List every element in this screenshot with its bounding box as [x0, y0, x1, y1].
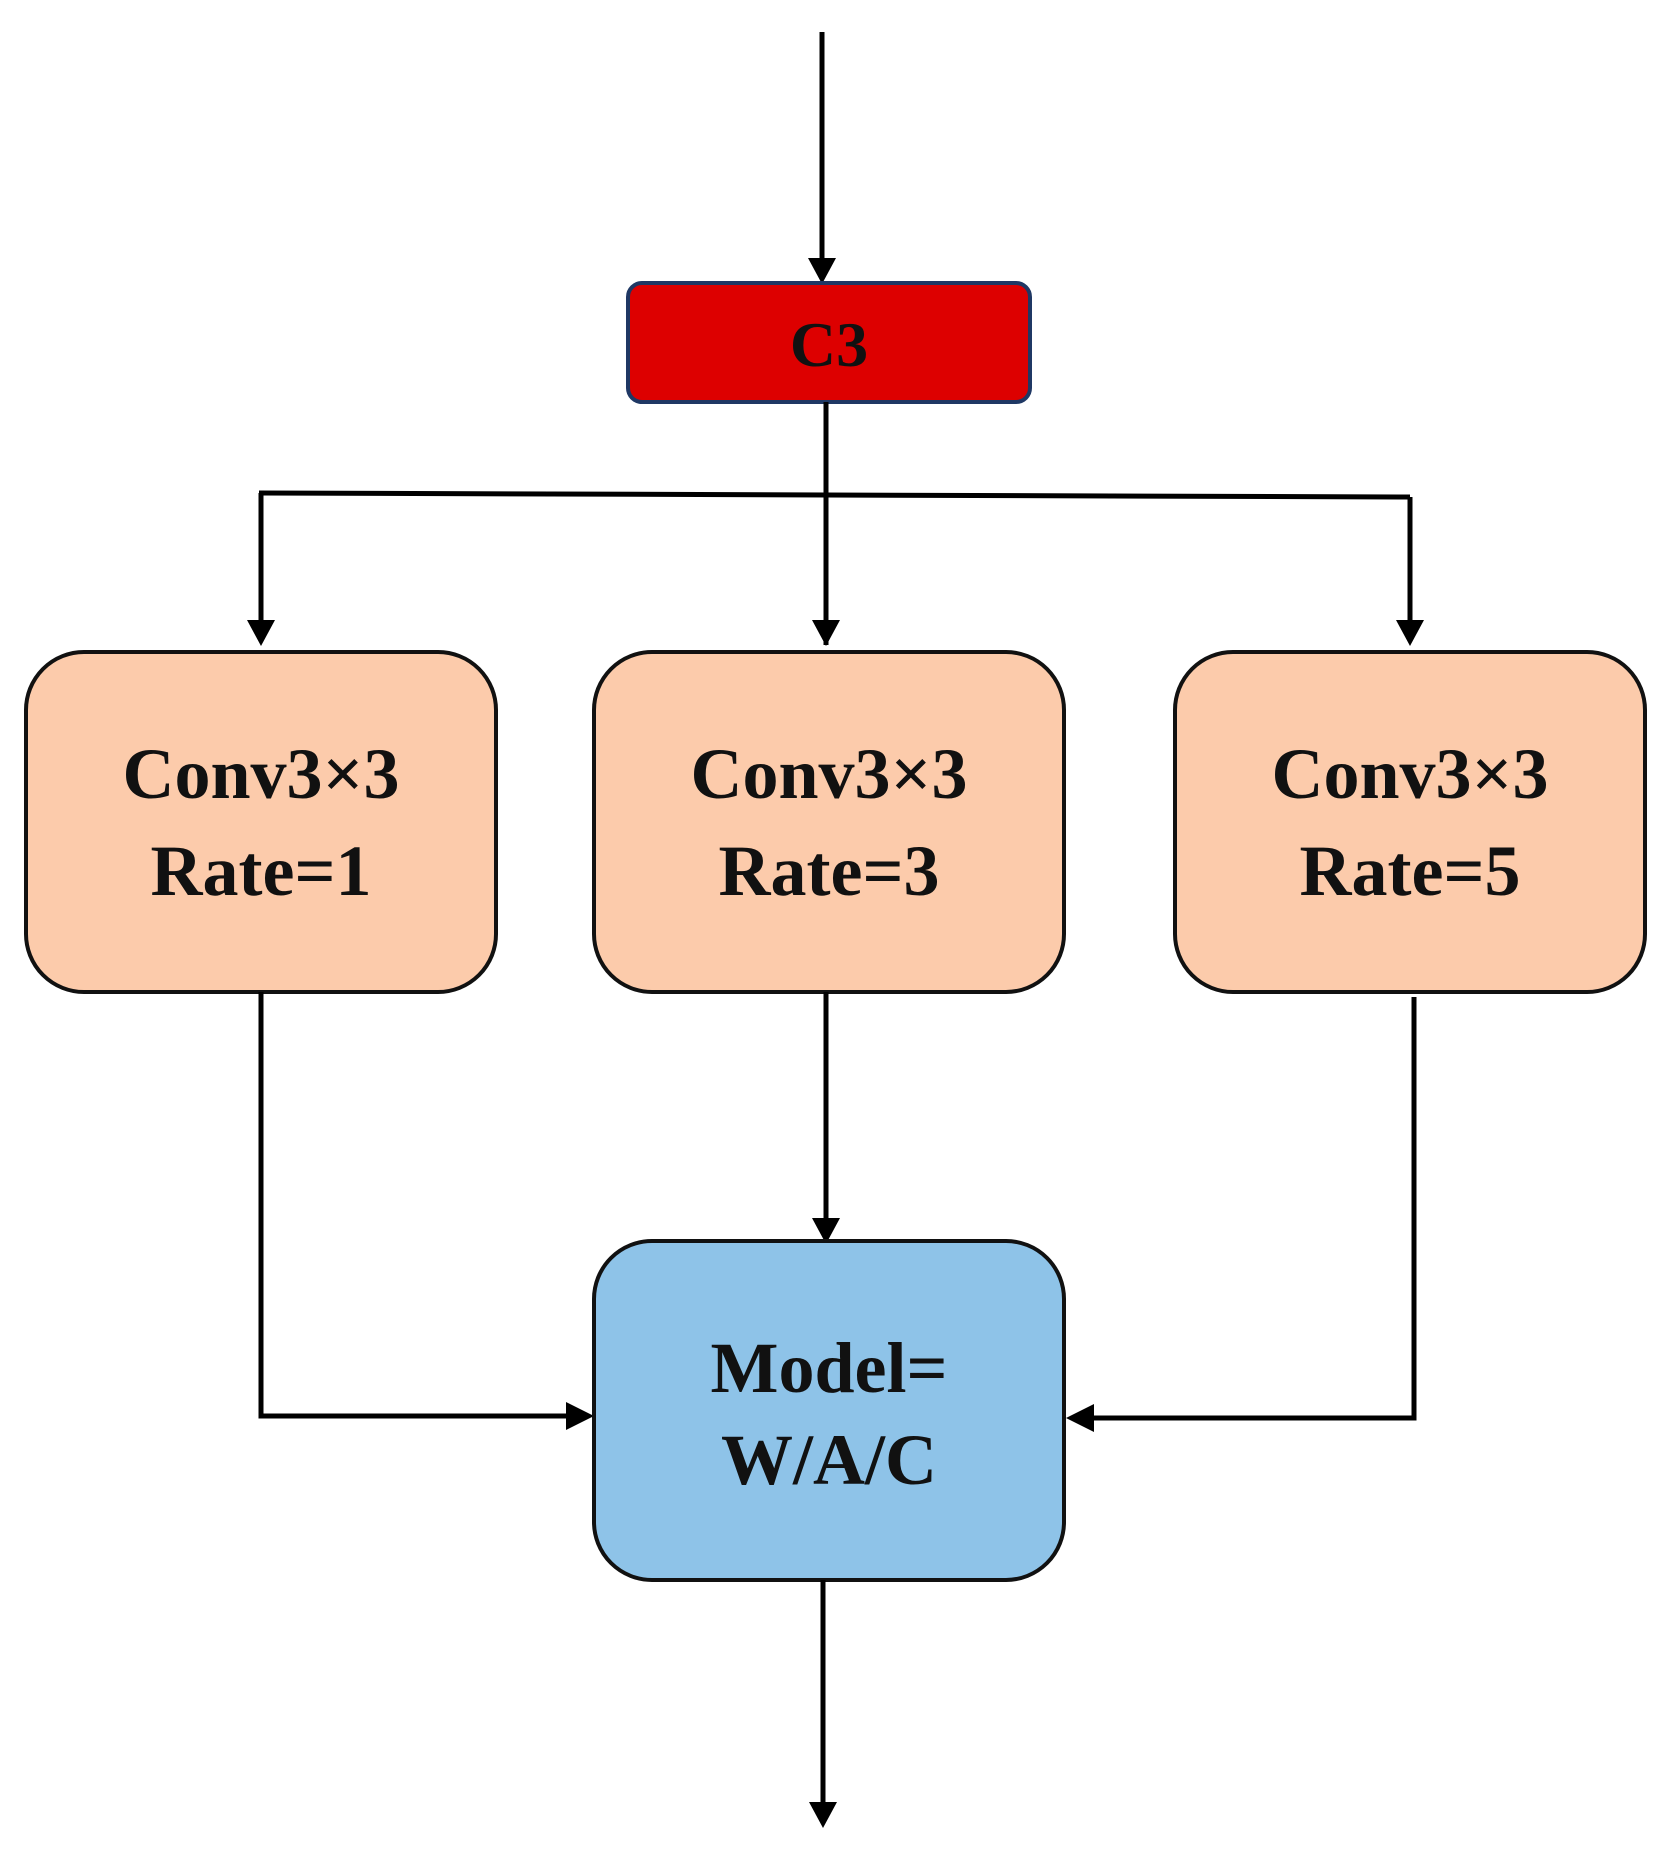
model-box — [592, 1239, 1066, 1582]
input-arrow — [808, 32, 836, 284]
conv-rate1-line1: Conv3×3 — [122, 734, 399, 814]
conv-rate5-line2: Rate=5 — [1300, 831, 1521, 911]
branch-edges — [247, 402, 1424, 646]
c3-box — [626, 281, 1032, 404]
conv-rate5-node: Conv3×3 Rate=5 — [1173, 650, 1647, 994]
output-arrow — [809, 1580, 837, 1828]
conv-rate3-line2: Rate=3 — [719, 831, 940, 911]
conv-rate5-box — [1173, 650, 1647, 994]
model-line2: W/A/C — [721, 1420, 937, 1500]
conv-rate3-line1: Conv3×3 — [690, 734, 967, 814]
conv-rate3-box — [592, 650, 1066, 994]
conv-rate1-node: Conv3×3 Rate=1 — [24, 650, 498, 994]
conv-rate3-node: Conv3×3 Rate=3 — [592, 650, 1066, 994]
c3-node: C3 — [626, 281, 1032, 404]
conv-rate1-line2: Rate=1 — [151, 831, 372, 911]
merge-edges — [258, 992, 1417, 1432]
model-line1: Model= — [711, 1328, 948, 1408]
conv-rate1-box — [24, 650, 498, 994]
c3-label: C3 — [790, 309, 868, 380]
conv-rate5-line1: Conv3×3 — [1271, 734, 1548, 814]
model-node: Model= W/A/C — [592, 1239, 1066, 1582]
